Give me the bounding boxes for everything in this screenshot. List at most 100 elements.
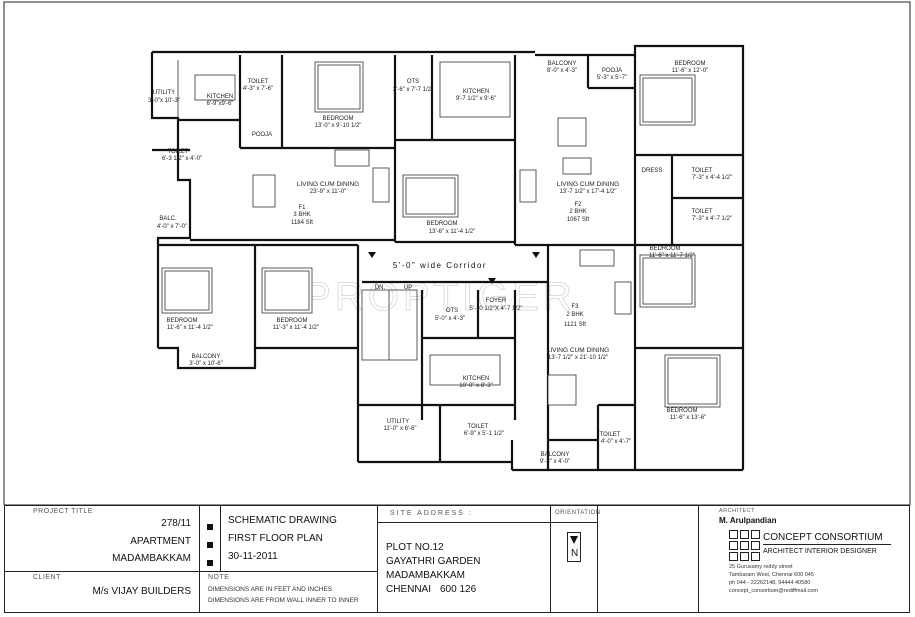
kitchen3-name: KITCHEN <box>463 376 489 382</box>
north-label: N <box>571 548 579 559</box>
toilet4-dim: 7'-3" x 4'-7 1/2" <box>692 216 732 222</box>
stairs-up: UP <box>404 285 412 291</box>
toilet6-dim: 4'-0" x 4'-7" <box>601 439 631 445</box>
kitchen2-dim: 9'-7 1/2" x 9'-6" <box>456 96 496 102</box>
corridor-label: 5'-0" wide Corridor <box>393 261 487 270</box>
flat3-area: 1121 Sft <box>564 322 586 328</box>
stairs-dn: DN. <box>375 285 386 291</box>
architect-label: ARCHITECT <box>719 508 755 514</box>
toilet6-name: TOILET <box>600 432 621 438</box>
title-block: PROJECT TITLE 278/11 APARTMENT MADAMBAKK… <box>4 505 910 613</box>
bullet-icon <box>207 559 213 566</box>
architect-name: M. Arulpandian <box>719 516 777 525</box>
flat2-type: 2 BHK <box>569 209 586 215</box>
building-walls <box>150 44 745 472</box>
pooja2-name: POOJA <box>252 132 272 138</box>
flat1-id: F1 <box>298 205 306 211</box>
toilet5-dim: 6'-9" x 5'-1 1/2" <box>464 431 504 437</box>
client-cell: CLIENT M/s VIJAY BUILDERS <box>5 572 200 612</box>
ots1-dim: 3'-6" x 7'-7 1/2" <box>393 87 433 93</box>
bedroom7-dim: 11'-6" x 13'-6" <box>670 415 706 421</box>
foyer-name: FOYER <box>486 298 507 304</box>
bedroom1-name: BEDROOM <box>322 116 353 122</box>
note-label: NOTE <box>208 574 230 581</box>
firm-address-1: 25 Gurusamy reddy street <box>729 564 793 570</box>
site-pin: 600 126 <box>440 584 477 595</box>
toilet2-dim: 6'-3 1/2" x 4'-0" <box>162 156 202 162</box>
bullet-icon <box>207 523 213 530</box>
toilet1-name: TOILET <box>248 79 269 85</box>
firm-tagline: ARCHITECT INTERIOR DESIGNER <box>763 548 877 555</box>
balcony2-name: BALCONY <box>192 354 221 360</box>
bedroom3-dim: 13'-6" x 11'-4 1/2" <box>429 229 475 235</box>
architect-cell: ARCHITECT M. Arulpandian CONCEPT CONSORT… <box>699 506 909 612</box>
site-line-4: CHENNAI <box>386 584 432 595</box>
balc-name: BALC. <box>159 216 177 222</box>
ots2-dim: 5'-0" x 4'-3" <box>435 316 465 322</box>
pooja1-name: POOJA <box>602 68 622 74</box>
bedroom5-name: BEDROOM <box>166 318 197 324</box>
toilet5-name: TOILET <box>468 424 489 430</box>
foyer-dim: 5'-10 1/2"X 4'-7 1/2" <box>470 306 523 312</box>
living2-dim: 13'-7 1/2" x 17'-4 1/2" <box>560 189 617 195</box>
toilet3-dim: 7'-3" x 4'-4 1/2" <box>692 175 732 181</box>
kitchen3-dim: 10'-0" x 8'-3" <box>459 383 493 389</box>
utility2-dim: 11'-0" x 6'-6" <box>383 426 416 432</box>
pooja1-dim: 5'-3" x 5'-7" <box>597 75 627 81</box>
project-cell: PROJECT TITLE 278/11 APARTMENT MADAMBAKK… <box>5 506 200 572</box>
toilet3-name: TOILET <box>692 168 713 174</box>
drawing-cell: SCHEMATIC DRAWING FIRST FLOOR PLAN 30-11… <box>200 506 378 572</box>
bedroom6-name: BEDROOM <box>276 318 307 324</box>
orientation-label: ORIENTATION <box>555 510 601 516</box>
firm-email: concept_consortium@rediffmail.com <box>729 588 818 594</box>
living3-dim: 13'-7 1/2" x 21'-10 1/2" <box>548 355 608 361</box>
site-line-2: GAYATHRI GARDEN <box>386 556 481 567</box>
flat1-type: 3 BHK <box>293 212 310 218</box>
site-address-cell: SITE ADDRESS : PLOT NO.12 GAYATHRI GARDE… <box>378 506 551 612</box>
site-line-1: PLOT NO.12 <box>386 542 444 553</box>
project-name: APARTMENT <box>130 536 191 547</box>
site-line-3: MADAMBAKKAM <box>386 570 465 581</box>
bullet-icon <box>207 541 213 548</box>
balcony3-name: BALCONY <box>541 452 570 458</box>
project-place: MADAMBAKKAM <box>112 553 191 564</box>
flat1-area: 1184 Sft <box>291 220 313 226</box>
bedroom5-dim: 11'-6" x 11'-4 1/2" <box>167 325 213 331</box>
project-number: 278/11 <box>161 518 191 529</box>
bedroom2-name: BEDROOM <box>674 61 705 67</box>
flat2-id: F2 <box>574 202 582 208</box>
bedroom4-name: BEDROOM <box>649 246 680 252</box>
balcony3-dim: 9'-3" x 4'-0" <box>540 459 570 465</box>
firm-phone: ph 044 - 22262148, 94444 40580 <box>729 580 811 586</box>
flat2-area: 1067 Sft <box>567 217 590 223</box>
utility1-name: UTILITY <box>153 90 175 96</box>
bedroom4-dim: 11'-6" x 11'-7 1/2" <box>649 253 695 259</box>
note-cell: NOTE DIMENSIONS ARE IN FEET AND INCHES D… <box>200 572 378 612</box>
toilet1-dim: 4'-3" x 7'-6" <box>243 86 273 92</box>
toilet2-name: TOILET <box>168 149 189 155</box>
kitchen1-dim: 6'-9"x9'-6" <box>207 101 234 107</box>
living1-name: LIVING CUM DINING <box>297 181 359 188</box>
floor-plan: PROPTIGER <box>3 1 911 505</box>
bedroom1-dim: 13'-0" x 9'-10 1/2" <box>315 123 362 129</box>
project-title-label: PROJECT TITLE <box>33 508 93 515</box>
firm-address-2: Tambaram West, Chennai 600 045 <box>729 572 814 578</box>
kitchen2-name: KITCHEN <box>463 89 489 95</box>
flat3-id: F3 <box>571 304 579 310</box>
bedroom6-dim: 11'-3" x 11'-4 1/2" <box>273 325 319 331</box>
balcony2-dim: 3'-0" x 10'-6" <box>189 361 223 367</box>
drawing-date: 30-11-2011 <box>228 551 278 562</box>
toilet4-name: TOILET <box>692 209 713 215</box>
kitchen1-name: KITCHEN <box>207 94 233 100</box>
room-labels: UTILITY 3'-0"x 10'-3" KITCHEN 6'-9"x9'-6… <box>148 61 732 465</box>
balc-dim: 4'-0" x 7'-0" <box>157 224 187 230</box>
client-label: CLIENT <box>33 574 61 581</box>
note-line-2: DIMENSIONS ARE FROM WALL INNER TO INNER <box>208 597 359 604</box>
flat3-type: 2 BHK <box>566 312 583 318</box>
bedroom7-name: BEDROOM <box>666 408 697 414</box>
balcony1-dim: 8'-0" x 4'-3" <box>547 68 577 74</box>
site-address-label: SITE ADDRESS : <box>390 510 473 517</box>
bedroom2-dim: 11'-6" x 12'-0" <box>672 68 708 74</box>
note-line-1: DIMENSIONS ARE IN FEET AND INCHES <box>208 586 333 593</box>
drawing-type: SCHEMATIC DRAWING <box>228 515 337 526</box>
